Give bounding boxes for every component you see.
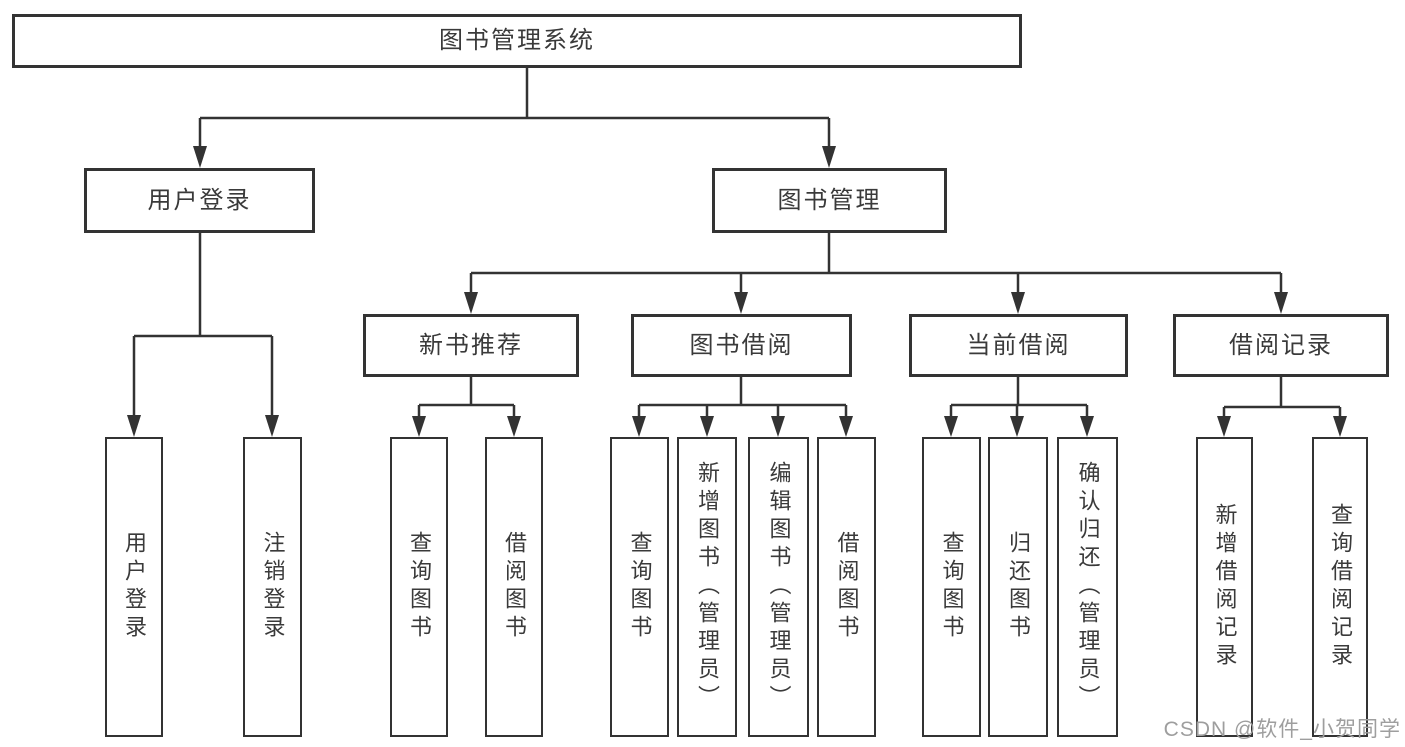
connector-new-book-recommend-arrowheads bbox=[412, 416, 521, 437]
connector-current-borrow-arrowheads bbox=[944, 416, 1094, 437]
node-borrow-records: 借阅记录 bbox=[1173, 314, 1389, 377]
node-current-borrow: 当前借阅 bbox=[909, 314, 1128, 377]
node-leaf-query-books-borrow: 查询图书 bbox=[610, 437, 669, 737]
connector-book-borrow-arrowheads bbox=[632, 416, 853, 437]
node-book-management: 图书管理 bbox=[712, 168, 947, 233]
node-leaf-return-books: 归还图书 bbox=[988, 437, 1048, 737]
connector-new-book-recommend-split bbox=[417, 377, 516, 418]
node-leaf-user-login: 用户登录 bbox=[105, 437, 163, 737]
connector-book-management-arrowheads bbox=[464, 292, 1288, 314]
connector-borrow-records-arrowheads bbox=[1217, 416, 1347, 437]
connector-borrow-records-split bbox=[1222, 377, 1342, 418]
node-leaf-query-books-current: 查询图书 bbox=[922, 437, 981, 737]
connector-book-management-split bbox=[469, 233, 1283, 294]
node-leaf-logout: 注销登录 bbox=[243, 437, 302, 737]
node-new-book-recommend: 新书推荐 bbox=[363, 314, 579, 377]
node-book-borrow: 图书借阅 bbox=[631, 314, 852, 377]
connector-root-arrowheads bbox=[193, 146, 836, 168]
connector-user-login-split bbox=[132, 233, 274, 417]
node-leaf-confirm-return-admin: 确认归还（管理员） bbox=[1057, 437, 1118, 737]
node-leaf-edit-books-admin: 编辑图书（管理员） bbox=[748, 437, 809, 737]
node-leaf-query-borrow-record: 查询借阅记录 bbox=[1312, 437, 1368, 737]
connector-current-borrow-split bbox=[949, 377, 1089, 418]
node-user-login: 用户登录 bbox=[84, 168, 315, 233]
node-leaf-borrow-books-recommend: 借阅图书 bbox=[485, 437, 543, 737]
node-leaf-borrow-books: 借阅图书 bbox=[817, 437, 876, 737]
csdn-watermark: CSDN @软件_小贺同学 bbox=[1163, 718, 1401, 741]
node-library-management-system: 图书管理系统 bbox=[12, 14, 1022, 68]
node-leaf-query-books-recommend: 查询图书 bbox=[390, 437, 448, 737]
connector-user-login-arrowheads bbox=[127, 415, 279, 437]
node-leaf-add-books-admin: 新增图书（管理员） bbox=[677, 437, 737, 737]
connector-book-borrow-split bbox=[637, 377, 848, 418]
node-leaf-add-borrow-record: 新增借阅记录 bbox=[1196, 437, 1253, 737]
connector-root-split bbox=[198, 68, 831, 148]
